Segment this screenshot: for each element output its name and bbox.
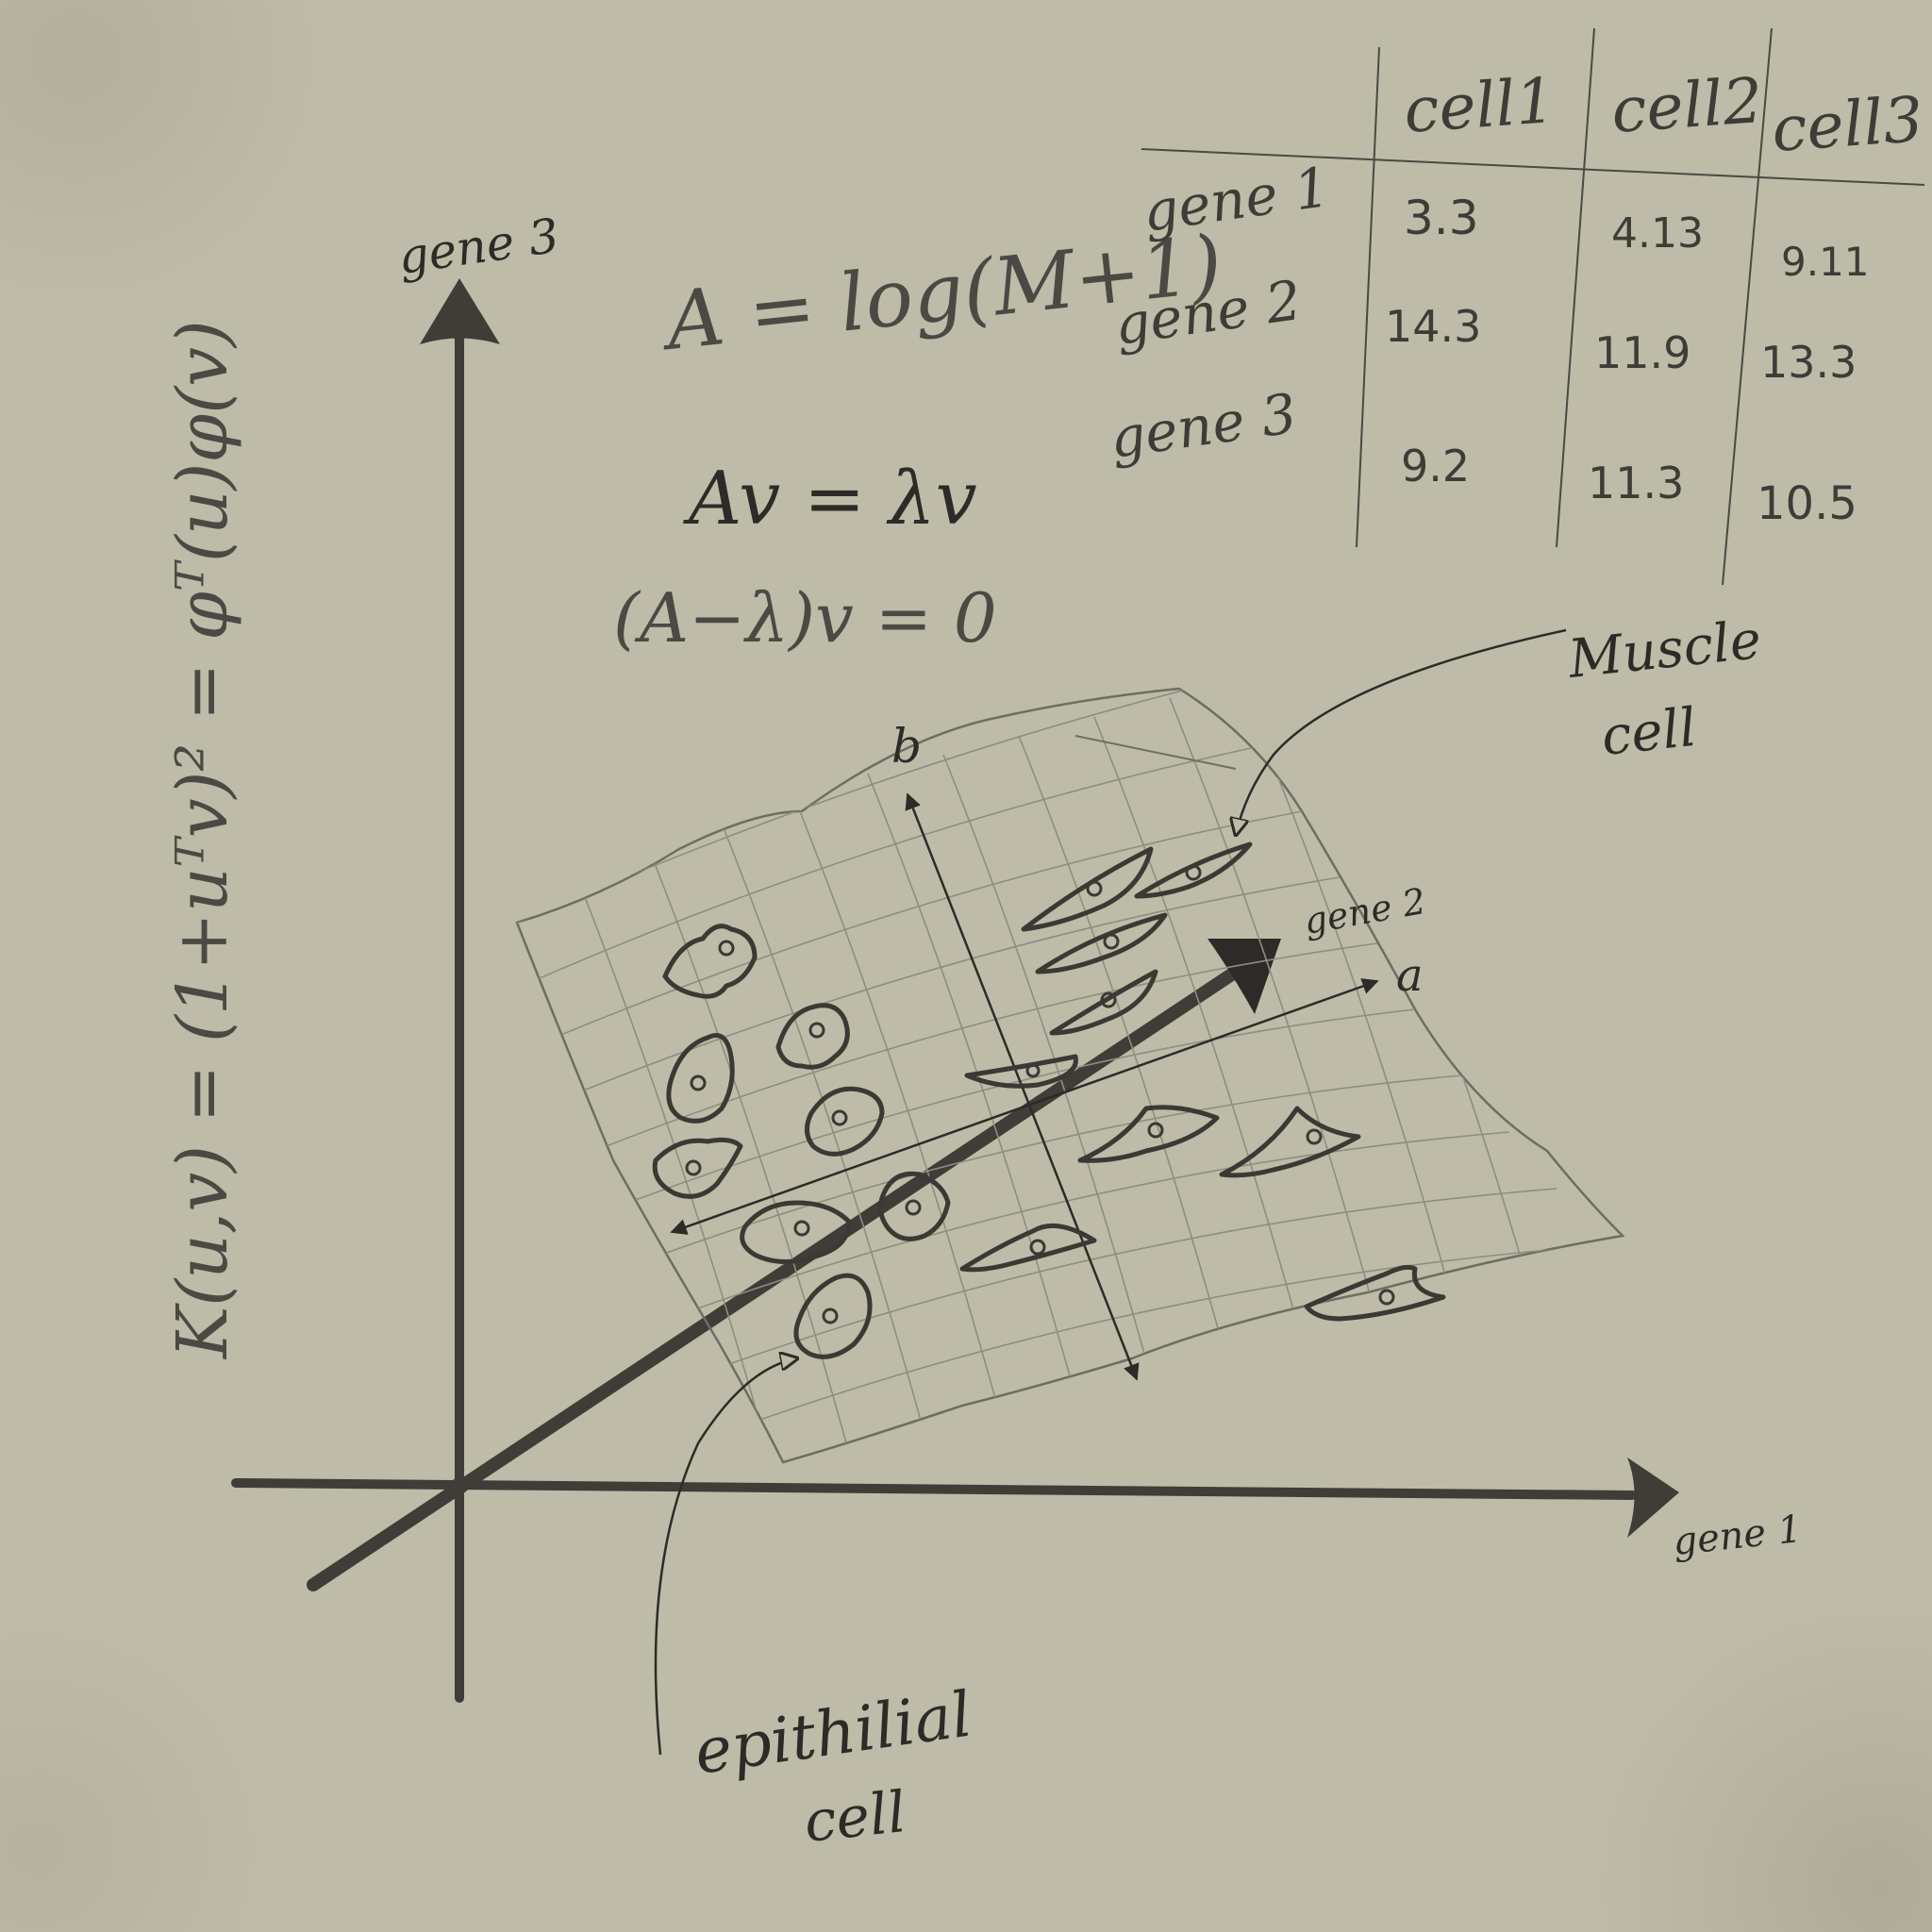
epithelial-cell (740, 1200, 852, 1264)
muscle-cell (1219, 1106, 1361, 1178)
muscle-cells (959, 841, 1446, 1322)
row-label: gene 1 (1139, 155, 1333, 244)
muscle-cell (1304, 1264, 1446, 1322)
z-axis-arrowhead (1208, 939, 1281, 1014)
table-cell: 14.3 (1385, 301, 1481, 352)
vector-a-label: a (1396, 949, 1424, 1002)
muscle-cell (964, 1054, 1078, 1089)
table-cell: 11.3 (1588, 458, 1684, 508)
expression-table: cell1 cell2 cell3 gene 1 gene 2 gene 3 3… (1106, 27, 1925, 586)
x-axis-arrowhead (1627, 1457, 1679, 1538)
eigen-equation: Av = λv (683, 457, 977, 541)
table-cell: 3.3 (1404, 191, 1479, 245)
epithelial-cells (652, 924, 951, 1359)
z-axis-label: gene 2 (1301, 880, 1429, 942)
epithelial-label-line2: cell (801, 1779, 908, 1856)
epithelial-cell (877, 1171, 951, 1241)
epithelial-cell (652, 1137, 743, 1199)
table-cell: 9.11 (1781, 239, 1870, 285)
y-axis-label: gene 3 (395, 208, 563, 285)
manifold-outline (515, 687, 1625, 1464)
table-cell: 11.9 (1594, 327, 1690, 378)
table-lines (1141, 27, 1925, 586)
kernel-equation: K(u,v) = (1+uᵀv)² = φᵀ(u)φ(v) (162, 320, 243, 1360)
manifold-top-mark (1074, 735, 1237, 770)
annotation-arrows (654, 628, 1567, 1756)
muscle-label-line1: Muscle (1565, 609, 1764, 691)
muscle-cell (1077, 1105, 1220, 1163)
muscle-cell (1134, 841, 1253, 899)
muscle-pointer (1236, 628, 1567, 835)
muscle-label-line2: cell (1599, 697, 1700, 768)
x-axis-label: gene 1 (1671, 1507, 1804, 1564)
epithelial-cell (775, 1003, 850, 1070)
epithelial-cell (662, 924, 758, 999)
epithelial-cell (805, 1086, 885, 1157)
epithelial-cell (793, 1273, 873, 1359)
table-cell: 4.13 (1611, 209, 1704, 258)
row-label: gene 3 (1106, 381, 1300, 471)
table-cell: 13.3 (1760, 337, 1857, 388)
muscle-cell (959, 1223, 1097, 1273)
column-header: cell2 (1609, 64, 1765, 147)
y-axis-arrowhead (420, 278, 500, 344)
eigen-char-equation: (A−λ)v = 0 (613, 578, 997, 658)
vector-b-label: b (891, 719, 922, 774)
column-header: cell1 (1402, 64, 1557, 147)
table-cell: 10.5 (1757, 477, 1857, 530)
muscle-cell (1021, 846, 1154, 932)
origin (451, 1477, 468, 1494)
epithelial-cell (666, 1033, 735, 1124)
epithelial-label-line1: epithilial (691, 1678, 976, 1789)
muscle-cell (1035, 912, 1168, 974)
muscle-cell (1049, 969, 1158, 1036)
column-header: cell3 (1770, 83, 1925, 166)
epithelial-pointer (654, 1358, 797, 1756)
table-cell: 9.2 (1401, 441, 1470, 491)
